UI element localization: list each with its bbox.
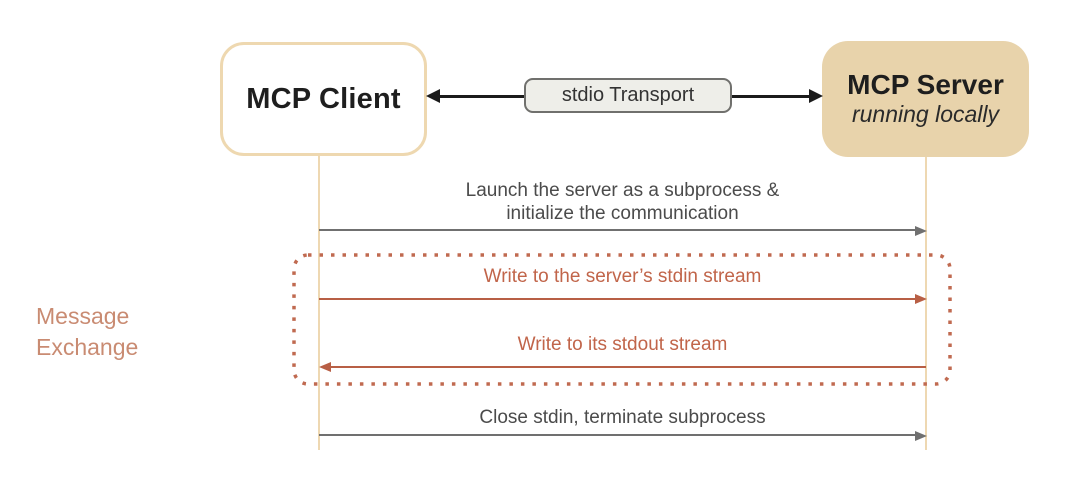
message-close-arrow <box>319 434 915 436</box>
message-exchange-label-line2: Exchange <box>36 334 139 360</box>
message-exchange-group-box <box>292 253 952 386</box>
message-launch-arrow <box>319 229 915 231</box>
message-exchange-label: Message Exchange <box>36 301 138 363</box>
mcp-server-title: MCP Server <box>847 69 1004 100</box>
stdio-transport-label: stdio Transport <box>524 78 732 113</box>
message-stdout-arrow <box>330 366 926 368</box>
arrowhead-left-icon <box>319 362 331 372</box>
message-close-label: Close stdin, terminate subprocess <box>479 407 766 428</box>
mcp-server-subtitle: running locally <box>851 101 1000 127</box>
client-lifeline <box>318 156 320 450</box>
arrowhead-left-icon <box>426 89 440 103</box>
message-stdout-label: Write to its stdout stream <box>517 334 728 355</box>
mcp-server-box: MCP Server running locally <box>822 41 1029 157</box>
message-stdin-arrow <box>319 298 915 300</box>
arrowhead-right-icon <box>915 431 927 441</box>
arrowhead-right-icon <box>915 226 927 236</box>
arrowhead-right-icon <box>809 89 823 103</box>
mcp-client-box: MCP Client <box>220 42 427 156</box>
mcp-client-title: MCP Client <box>246 82 401 115</box>
message-exchange-label-line1: Message <box>36 303 130 329</box>
message-launch-label-line2: initialize the communication <box>506 203 739 224</box>
message-stdin-label: Write to the server’s stdin stream <box>483 266 762 287</box>
arrowhead-right-icon <box>915 294 927 304</box>
message-launch-label-line1: Launch the server as a subprocess & <box>465 180 780 201</box>
